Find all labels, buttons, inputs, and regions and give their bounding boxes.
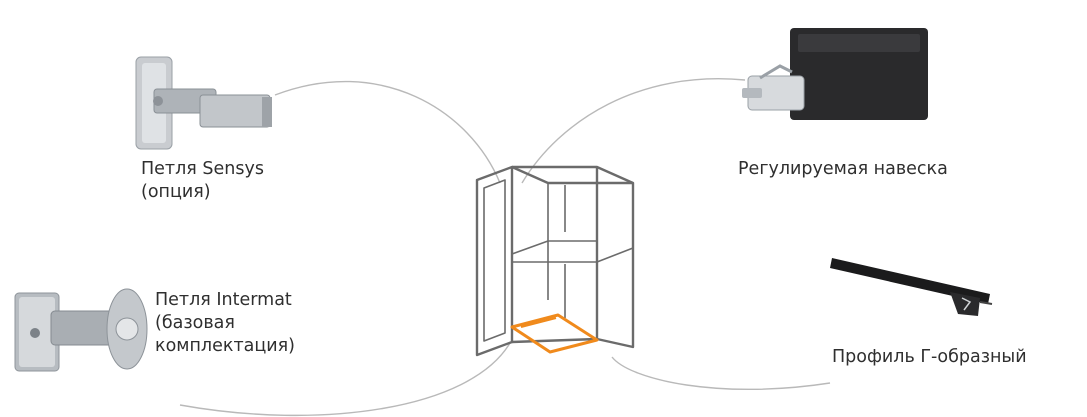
label-intermat-line1: Петля Intermat: [155, 289, 295, 312]
label-sensys-line1: Петля Sensys: [141, 158, 264, 181]
label-sensys-line2: (опция): [141, 181, 264, 204]
adjustable-hanger-image: [742, 28, 928, 120]
label-intermat-line2: (базовая: [155, 312, 295, 335]
label-intermat-line3: комплектация): [155, 335, 295, 358]
cabinet-diagram: [477, 167, 633, 355]
label-sensys: Петля Sensys (опция): [141, 158, 264, 204]
highlighted-profile: [512, 315, 597, 352]
connector-profile: [612, 357, 830, 389]
label-profile: Профиль Г-образный: [832, 346, 1027, 369]
cabinet-body: [512, 167, 633, 347]
cabinet-door: [477, 167, 512, 355]
hinge-sensys-image: [136, 57, 272, 149]
connector-sensys: [275, 82, 500, 183]
label-adjustable: Регулируемая навеска: [738, 158, 948, 181]
label-intermat: Петля Intermat (базовая комплектация): [155, 289, 295, 358]
l-profile-image: [830, 258, 992, 316]
label-adjustable-line1: Регулируемая навеска: [738, 158, 948, 181]
label-profile-line1: Профиль Г-образный: [832, 346, 1027, 369]
hinge-intermat-image: [15, 289, 147, 371]
